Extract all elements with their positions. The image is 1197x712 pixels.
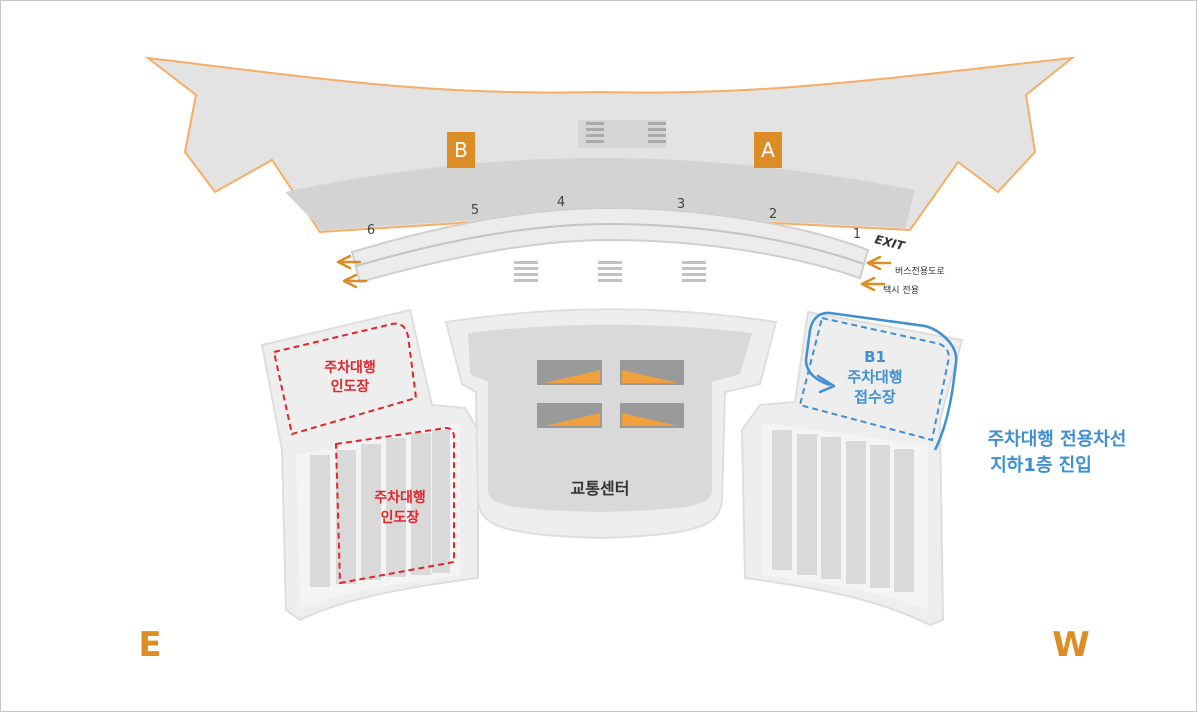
escalator-icon: [682, 261, 706, 282]
escalator-icon: [598, 261, 622, 282]
bus-only-road-label: 버스전용도로: [895, 266, 945, 277]
valet-reception-label: 접수장: [854, 388, 896, 406]
transport-center-label: 교통센터: [571, 479, 630, 498]
bus-platforms: [537, 360, 684, 428]
east-parking-stalls: [310, 430, 450, 587]
direction-west: W: [1052, 625, 1090, 665]
parking-stall: [386, 438, 406, 577]
gate-number: 3: [677, 197, 685, 212]
bus-bay-stripes: [545, 413, 600, 426]
parking-stall: [310, 455, 330, 587]
taxi-only-label: 택시 전용: [883, 285, 919, 296]
valet-dropoff-zone: [272, 322, 418, 436]
bus-bay-stripes: [545, 370, 600, 383]
parking-stall: [870, 445, 890, 588]
arrow-left-icon: [860, 276, 886, 292]
exit-label: EXIT: [873, 232, 906, 253]
escalator-icon: [648, 122, 666, 143]
parking-stall: [361, 444, 381, 580]
valet-dropoff-label: 주차대행: [374, 490, 426, 506]
arrow-left-icon: [336, 254, 362, 270]
gate-number: 6: [367, 223, 375, 238]
parking-stall: [797, 434, 817, 575]
valet-lane-route: [804, 311, 958, 451]
valet-reception-zone: [798, 316, 950, 442]
curbside-lane-line: [355, 222, 865, 267]
gate-number: 1: [853, 227, 861, 242]
valet-dropoff-label: 주차대행: [324, 360, 376, 376]
parking-stall: [846, 441, 866, 584]
terminal-badge-a-label: A: [761, 138, 775, 162]
valet-lane-note: 주차대행 전용차선: [988, 429, 1127, 450]
terminal-lower-concourse: [285, 158, 915, 230]
parking-stall: [894, 449, 914, 592]
valet-reception-label: B1: [864, 348, 886, 366]
parking-stall: [821, 437, 841, 579]
valet-lane-note: 지하1층 진입: [990, 454, 1092, 476]
escalator-icon: [586, 122, 604, 143]
terminal-badge-a: [754, 132, 782, 168]
parking-stall: [336, 450, 356, 584]
gate-number: 2: [769, 207, 777, 222]
parking-stall: [432, 430, 450, 573]
parking-stall: [772, 430, 792, 570]
terminal-badge-b: [447, 132, 475, 168]
valet-dropoff-label: 인도장: [331, 378, 370, 395]
escalator-icon: [514, 261, 538, 282]
arrow-right-icon: [816, 374, 836, 394]
west-parking-stalls: [772, 430, 914, 592]
valet-dropoff-label: 인도장: [381, 509, 420, 526]
valet-reception-label: 주차대행: [847, 368, 902, 386]
parking-stall: [411, 433, 431, 575]
arrow-left-icon: [342, 273, 368, 289]
valet-dropoff-zone: [334, 426, 455, 585]
gate-number: 5: [471, 203, 479, 218]
curbside-road: [350, 206, 870, 284]
direction-east: E: [138, 625, 161, 665]
arrow-left-icon: [866, 255, 892, 271]
bus-bay-stripes: [622, 370, 678, 383]
bus-bay-stripes: [622, 413, 678, 426]
gate-number: 4: [557, 195, 565, 210]
terminal-badge-b-label: B: [454, 138, 468, 162]
